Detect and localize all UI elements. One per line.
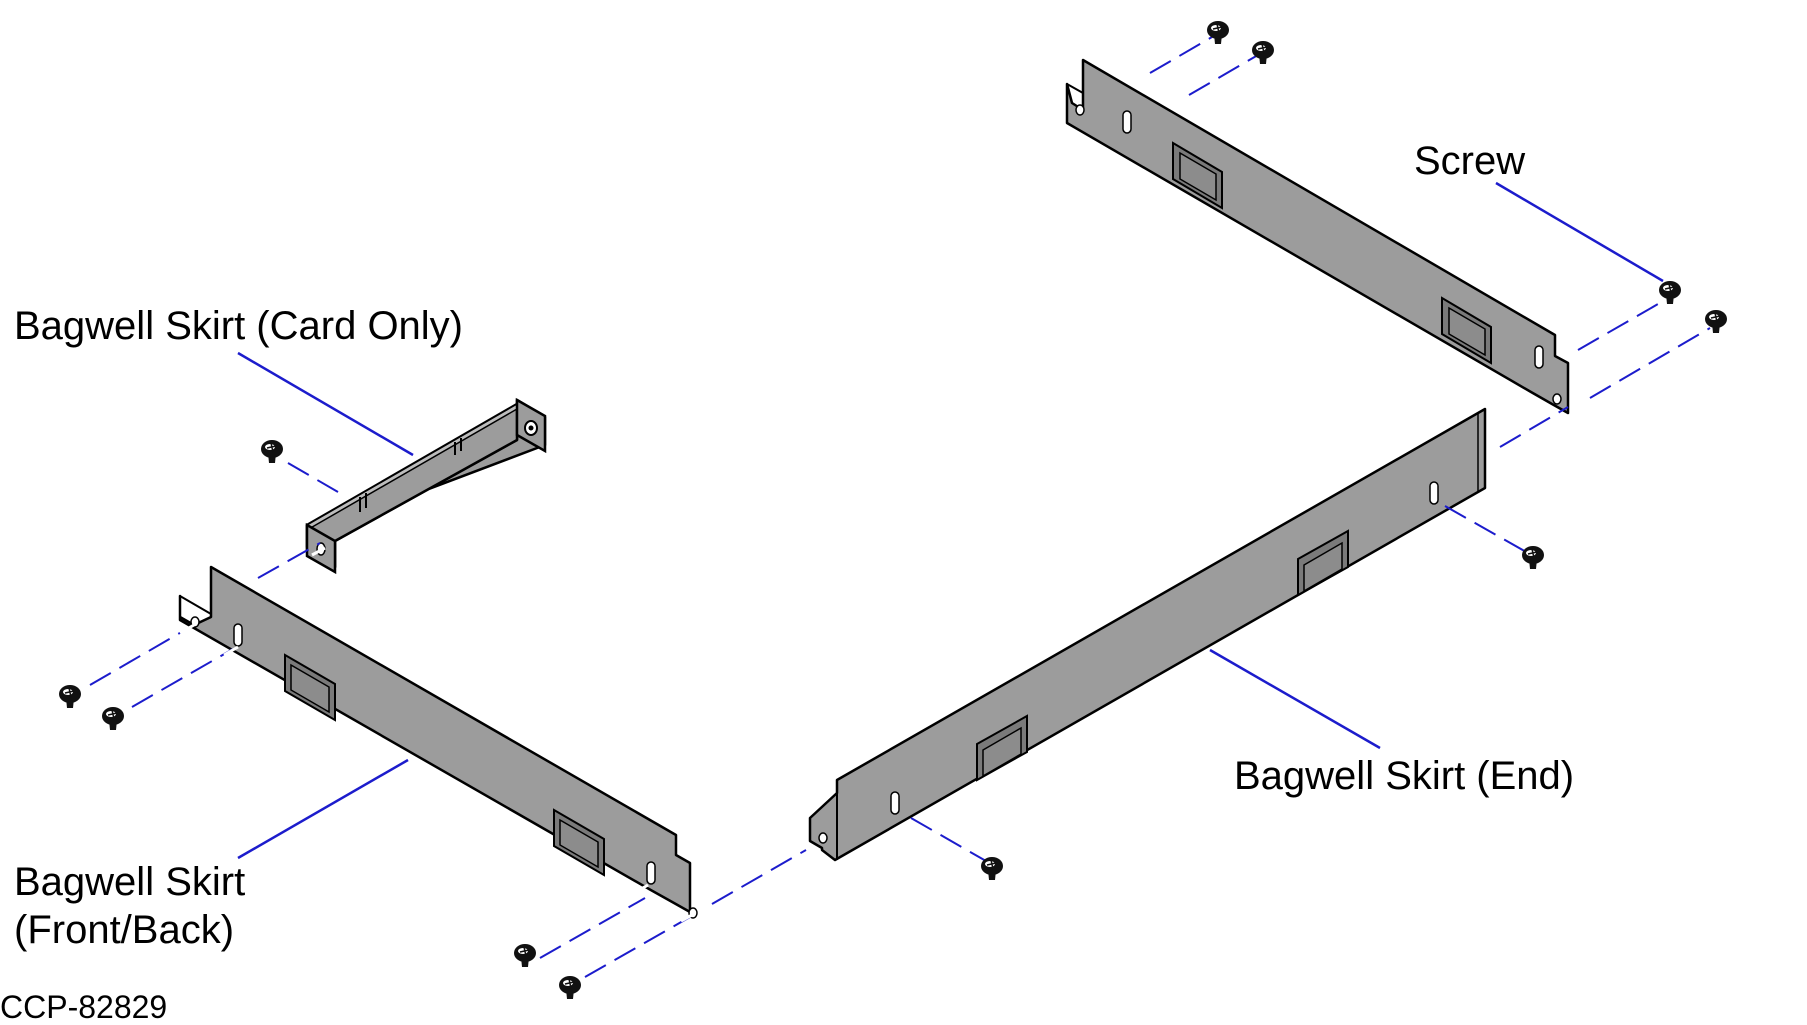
panel-front-back <box>178 565 692 914</box>
bagwell-skirt-top-right <box>1065 58 1570 415</box>
screw-icon <box>559 976 581 999</box>
tab-cutout <box>982 726 1022 778</box>
axis-lines <box>89 36 1711 978</box>
leader-lines <box>237 181 1664 860</box>
leader-card-only <box>237 351 414 457</box>
label-front-back-line2: (Front/Back) <box>14 908 235 952</box>
slot <box>890 791 900 815</box>
panel-top-right <box>1065 58 1570 415</box>
screw-icon <box>1659 281 1681 304</box>
bagwell-skirt-front-back <box>178 565 698 919</box>
tab-cutout <box>1448 306 1486 357</box>
tab-cutout <box>290 663 330 714</box>
slot <box>1122 110 1132 134</box>
slot <box>1429 481 1439 505</box>
bagwell-skirt-end <box>808 407 1487 862</box>
axis-line-white-gaps <box>179 546 693 923</box>
screw-icon <box>514 944 536 967</box>
slot <box>1534 345 1544 369</box>
bracket-body <box>305 402 519 569</box>
screw-icon <box>1705 310 1727 333</box>
screws <box>59 21 1727 999</box>
hole <box>1552 393 1562 405</box>
leader-end <box>1209 648 1381 750</box>
label-front-back-line1: Bagwell Skirt <box>14 860 246 904</box>
slot <box>646 861 656 885</box>
label-screw: Screw <box>1414 139 1526 183</box>
hole <box>528 425 534 431</box>
screw-icon <box>1252 41 1274 64</box>
label-card-only: Bagwell Skirt (Card Only) <box>14 304 464 348</box>
tab-cutout <box>1303 541 1343 593</box>
label-end: Bagwell Skirt (End) <box>1234 754 1575 798</box>
notch <box>454 438 462 455</box>
slot <box>233 623 243 647</box>
notch <box>359 493 367 512</box>
screw-icon <box>261 440 283 463</box>
hole <box>1075 104 1085 116</box>
hole <box>818 832 828 844</box>
screw-icon <box>1207 21 1229 44</box>
screw-icon <box>1522 546 1544 569</box>
screw-icon <box>59 685 81 708</box>
screw-icon <box>981 857 1003 880</box>
bagwell-skirt-card-only <box>305 397 547 575</box>
screw-icon <box>102 707 124 730</box>
leader-front-back <box>237 758 409 860</box>
leader-screw <box>1495 181 1664 283</box>
tab-cutout <box>1179 151 1217 202</box>
document-id: CCP-82829 <box>0 989 168 1025</box>
tab-cutout <box>559 818 599 869</box>
